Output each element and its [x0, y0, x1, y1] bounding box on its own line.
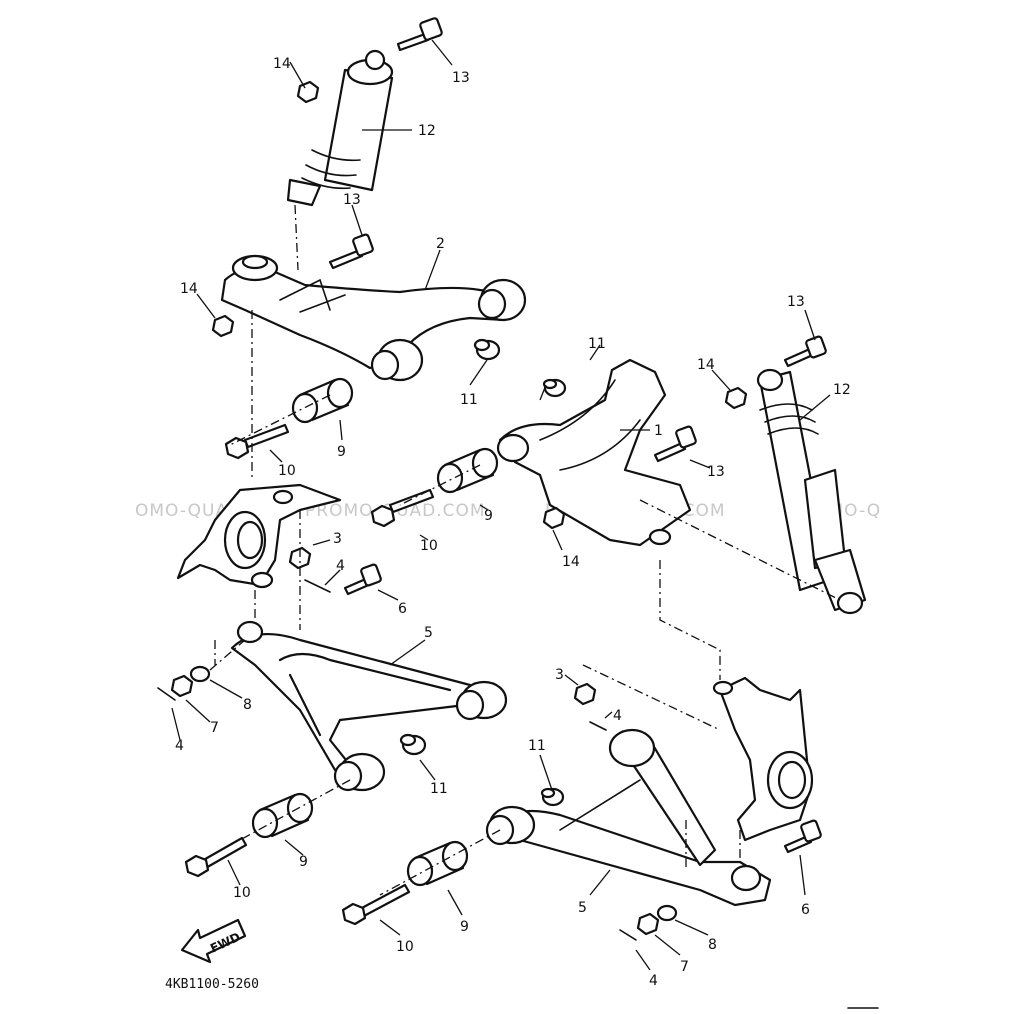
callout-13: 13	[452, 70, 470, 86]
callout-3: 3	[555, 667, 564, 683]
nut-14-top	[296, 80, 320, 104]
callout-13: 13	[707, 464, 725, 480]
callout-3: 3	[333, 531, 342, 547]
washer-8-right	[656, 904, 678, 922]
bolt-13-right-shock	[783, 335, 827, 368]
bolt-10-lower-left	[184, 836, 248, 878]
bolt-6-left	[343, 563, 382, 596]
cotter-pin-4d-right	[619, 929, 637, 941]
callout-9: 9	[460, 919, 469, 935]
fwd-arrow-icon: FWD	[180, 918, 247, 964]
bushing-9-upper-left	[291, 377, 354, 424]
part-code: 4KB1100-5260	[165, 977, 259, 992]
callout-labels: 14 13 12 13 2 14 11 9 10 11 1 13 14 12 1…	[175, 56, 851, 989]
cotter-pin-4-right	[589, 721, 607, 731]
callout-5: 5	[424, 625, 433, 641]
callout-10: 10	[420, 538, 438, 554]
nut-11-lower-right	[540, 787, 565, 807]
washer-8-left	[189, 665, 211, 683]
callout-10: 10	[396, 939, 414, 955]
nut-7-right	[636, 912, 660, 936]
bolt-13-top	[396, 17, 443, 52]
callout-14: 14	[180, 281, 198, 297]
lower-arm-left	[230, 620, 508, 792]
callout-7: 7	[210, 720, 219, 736]
callout-13: 13	[787, 294, 805, 310]
callout-13: 13	[343, 192, 361, 208]
callout-14: 14	[273, 56, 291, 72]
cotter-pin-4-left	[304, 579, 331, 593]
assembly-lines	[209, 204, 841, 896]
knuckle-right	[712, 676, 814, 842]
callout-10: 10	[233, 885, 251, 901]
callout-7: 7	[680, 959, 689, 975]
callout-11: 11	[528, 738, 546, 754]
callout-12: 12	[418, 123, 436, 139]
nut-3-left	[288, 546, 312, 570]
callout-12: 12	[833, 382, 851, 398]
callout-8: 8	[243, 697, 252, 713]
nut-11-upper-left	[473, 338, 501, 361]
callout-11: 11	[460, 392, 478, 408]
callout-4: 4	[613, 708, 622, 724]
upper-arm-right	[496, 358, 692, 547]
callout-10: 10	[278, 463, 296, 479]
nut-11-lower-left	[399, 733, 427, 756]
shock-absorber-left	[286, 49, 394, 207]
callout-4: 4	[336, 558, 345, 574]
callout-14: 14	[562, 554, 580, 570]
callout-14: 14	[697, 357, 715, 373]
bolt-6-right	[783, 819, 822, 854]
bushing-9-upper-right	[436, 447, 499, 494]
nut-3-right	[573, 682, 597, 706]
callout-9: 9	[299, 854, 308, 870]
bolt-13-upper-left	[328, 233, 374, 270]
callout-4: 4	[175, 738, 184, 754]
callout-8: 8	[708, 937, 717, 953]
nut-7-left	[170, 674, 194, 698]
bushing-9-lower-left	[251, 792, 314, 839]
callout-6: 6	[398, 601, 407, 617]
nut-14-upper-left	[211, 314, 235, 338]
bushing-9-lower-right	[406, 840, 469, 887]
callout-11: 11	[430, 781, 448, 797]
shock-absorber-right	[756, 368, 867, 615]
nut-14-upper-right	[542, 506, 566, 530]
bolt-10-lower-right	[341, 883, 411, 926]
bolt-10-upper-left	[224, 423, 290, 460]
bolt-13-upper-right	[653, 425, 697, 463]
leader-lines	[171, 39, 831, 971]
lower-arm-right	[485, 728, 772, 907]
callout-9: 9	[337, 444, 346, 460]
callout-5: 5	[578, 900, 587, 916]
upper-arm-left	[220, 254, 527, 382]
callout-9: 9	[484, 508, 493, 524]
callout-1: 1	[654, 423, 663, 439]
nut-11-upper-right	[542, 378, 567, 398]
cotter-pin-4b-left	[157, 687, 176, 701]
callout-11: 11	[588, 336, 606, 352]
bolt-10-upper-right	[370, 488, 435, 528]
callout-4: 4	[649, 973, 658, 989]
callout-2: 2	[436, 236, 445, 252]
callout-6: 6	[801, 902, 810, 918]
nut-14-right-shock	[724, 386, 748, 410]
